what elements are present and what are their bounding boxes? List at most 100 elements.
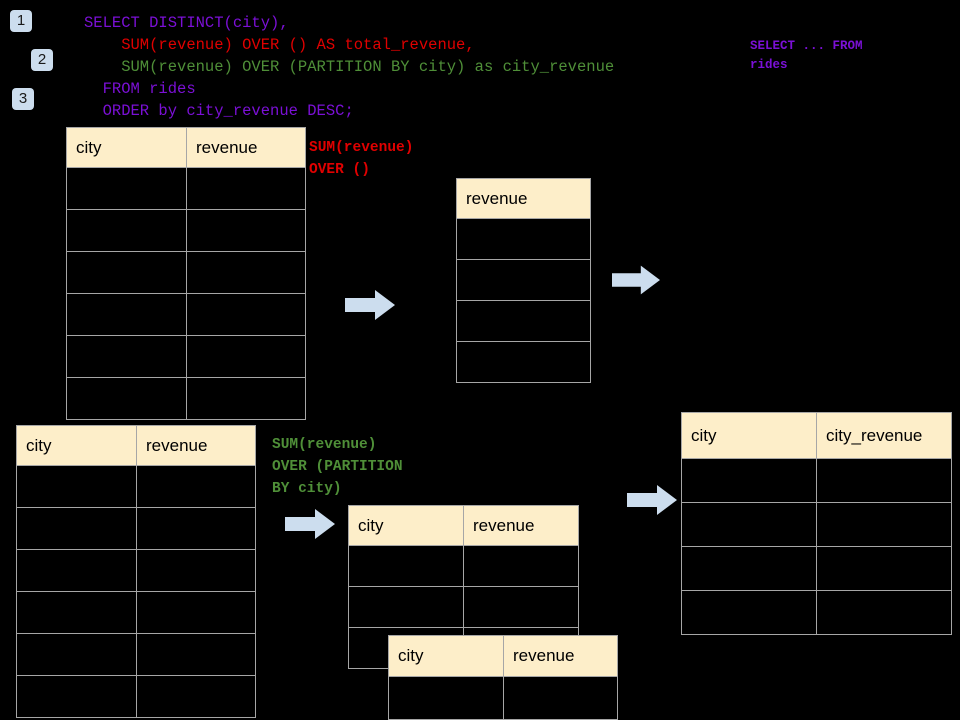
table-row — [16, 465, 256, 508]
cell-revenue — [186, 293, 306, 336]
table-header-row: revenue — [456, 178, 591, 219]
sql-line-4: FROM rides — [84, 80, 196, 98]
cell-city — [348, 586, 464, 628]
table-row — [348, 545, 579, 587]
table-header-row: city revenue — [66, 127, 306, 168]
cell-city — [66, 167, 187, 210]
table-row — [456, 218, 591, 260]
table-row — [66, 335, 306, 378]
cell-revenue — [456, 218, 591, 260]
cell-revenue — [456, 259, 591, 301]
arrow-source-to-partition — [285, 509, 335, 539]
cell-city — [66, 251, 187, 294]
column-header-city-revenue: city_revenue — [816, 412, 952, 459]
annotation-city-revenue-line-3: BY city) — [272, 481, 342, 497]
column-header-revenue: revenue — [503, 635, 618, 677]
cell-revenue — [136, 549, 256, 592]
column-header-city: city — [348, 505, 464, 546]
table-row — [456, 300, 591, 342]
table-row — [456, 259, 591, 301]
cell-city — [681, 590, 817, 635]
table-row — [16, 633, 256, 676]
table-header-row: city revenue — [388, 635, 618, 677]
table-row — [681, 590, 952, 635]
annotation-total-revenue-line-2: OVER () — [309, 162, 370, 178]
arrow-source-to-total — [345, 290, 395, 320]
table-row — [348, 586, 579, 628]
cell-revenue — [463, 545, 579, 587]
cell-revenue — [463, 586, 579, 628]
cell-revenue — [186, 377, 306, 420]
cell-city-revenue — [816, 546, 952, 591]
arrow-total-to-result — [612, 265, 660, 295]
table-header-row: city revenue — [16, 425, 256, 466]
cell-city — [16, 633, 137, 676]
step-badge-1: 1 — [10, 10, 32, 32]
column-header-city: city — [681, 412, 817, 459]
cell-revenue — [186, 209, 306, 252]
sql-line-3: SUM(revenue) OVER (PARTITION BY city) as… — [84, 58, 615, 76]
cell-revenue — [136, 591, 256, 634]
cell-city — [388, 676, 504, 720]
cell-city — [348, 545, 464, 587]
table-row — [456, 341, 591, 383]
side-note-line-1: SELECT ... FROM — [750, 39, 863, 53]
cell-city — [66, 377, 187, 420]
step-badge-2: 2 — [31, 49, 53, 71]
column-header-revenue: revenue — [136, 425, 256, 466]
table-row — [66, 251, 306, 294]
cell-revenue — [186, 167, 306, 210]
cell-revenue — [136, 465, 256, 508]
cell-revenue — [186, 335, 306, 378]
cell-city — [16, 465, 137, 508]
cell-city — [66, 293, 187, 336]
cell-city-revenue — [816, 458, 952, 503]
table-row — [66, 209, 306, 252]
table-final-result: city city_revenue — [681, 412, 952, 635]
cell-city — [681, 458, 817, 503]
table-row — [388, 676, 618, 720]
table-row — [66, 167, 306, 210]
cell-revenue — [136, 633, 256, 676]
sql-line-1: SELECT DISTINCT(city), — [84, 14, 289, 32]
table-row — [66, 377, 306, 420]
table-row — [16, 507, 256, 550]
annotation-city-revenue-line-1: SUM(revenue) — [272, 437, 377, 453]
table-header-row: city revenue — [348, 505, 579, 546]
column-header-city: city — [66, 127, 187, 168]
cell-revenue — [186, 251, 306, 294]
table-row — [16, 591, 256, 634]
column-header-revenue: revenue — [456, 178, 591, 219]
table-row — [66, 293, 306, 336]
table-total-revenue: revenue — [456, 178, 591, 383]
cell-city-revenue — [816, 590, 952, 635]
cell-revenue — [136, 507, 256, 550]
cell-city — [66, 209, 187, 252]
cell-revenue — [136, 675, 256, 718]
table-rides-source-bottom: city revenue — [16, 425, 256, 718]
table-row — [681, 502, 952, 547]
table-row — [681, 546, 952, 591]
cell-city — [16, 507, 137, 550]
cell-revenue — [503, 676, 618, 720]
step-badge-3: 3 — [12, 88, 34, 110]
annotation-city-revenue-line-2: OVER (PARTITION — [272, 459, 403, 475]
table-header-row: city city_revenue — [681, 412, 952, 459]
table-rides-source-top: city revenue — [66, 127, 306, 420]
column-header-city: city — [388, 635, 504, 677]
sql-line-5: ORDER by city_revenue DESC; — [84, 102, 354, 120]
arrow-partition-to-result — [627, 485, 677, 515]
column-header-revenue: revenue — [463, 505, 579, 546]
cell-revenue — [456, 341, 591, 383]
table-row — [16, 549, 256, 592]
cell-city — [681, 546, 817, 591]
side-note-line-2: rides — [750, 58, 788, 72]
table-row — [16, 675, 256, 718]
column-header-revenue: revenue — [186, 127, 306, 168]
cell-city — [66, 335, 187, 378]
cell-city — [681, 502, 817, 547]
annotation-total-revenue-line-1: SUM(revenue) — [309, 140, 414, 156]
cell-city-revenue — [816, 502, 952, 547]
column-header-city: city — [16, 425, 137, 466]
